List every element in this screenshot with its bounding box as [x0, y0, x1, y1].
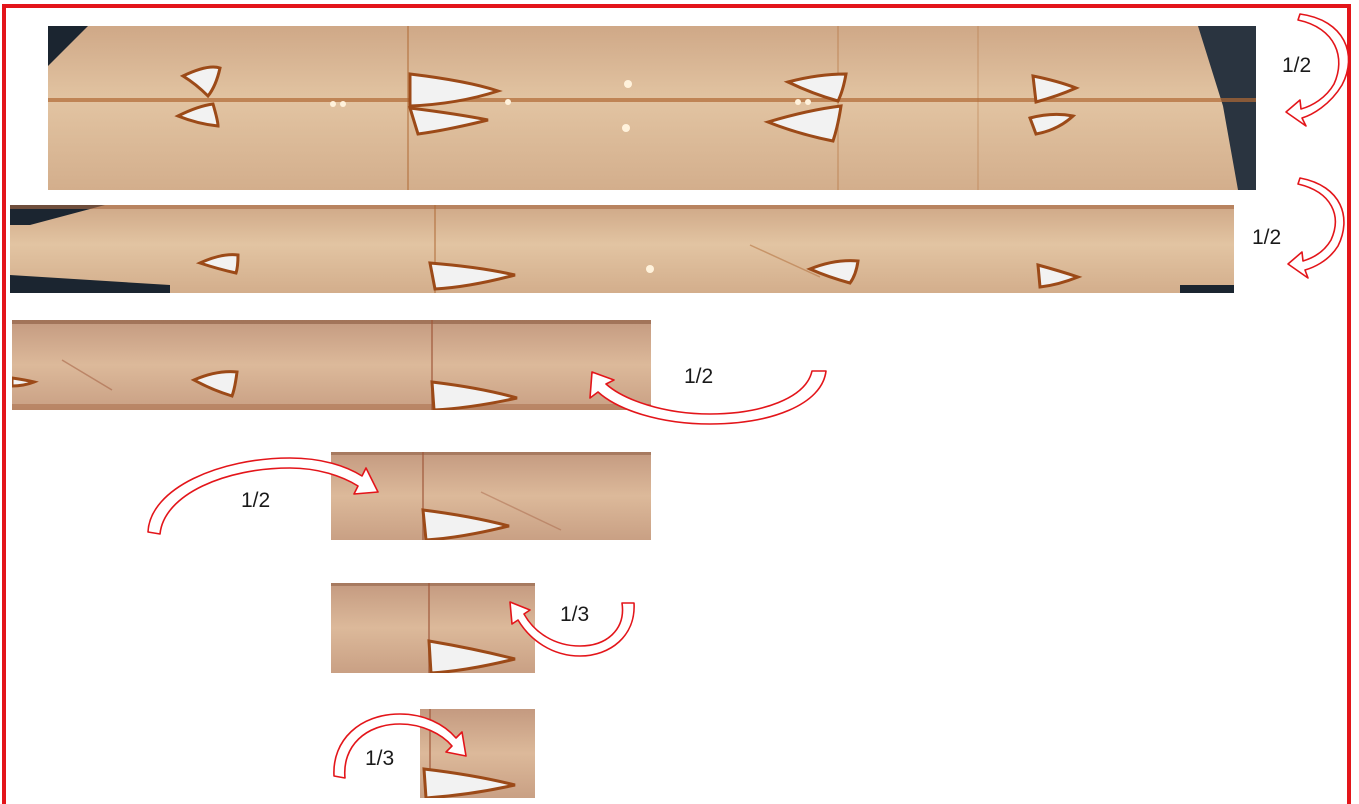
fold-label-5: 1/3 [560, 604, 589, 625]
fold-arrow-2 [1288, 178, 1344, 278]
fold-label-1: 1/2 [1282, 55, 1311, 76]
fold-label-4: 1/2 [241, 490, 270, 511]
fold-label-6: 1/3 [365, 748, 394, 769]
fold-label-3: 1/2 [684, 366, 713, 387]
fold-arrow-6 [334, 714, 466, 778]
fold-label-2: 1/2 [1252, 227, 1281, 248]
